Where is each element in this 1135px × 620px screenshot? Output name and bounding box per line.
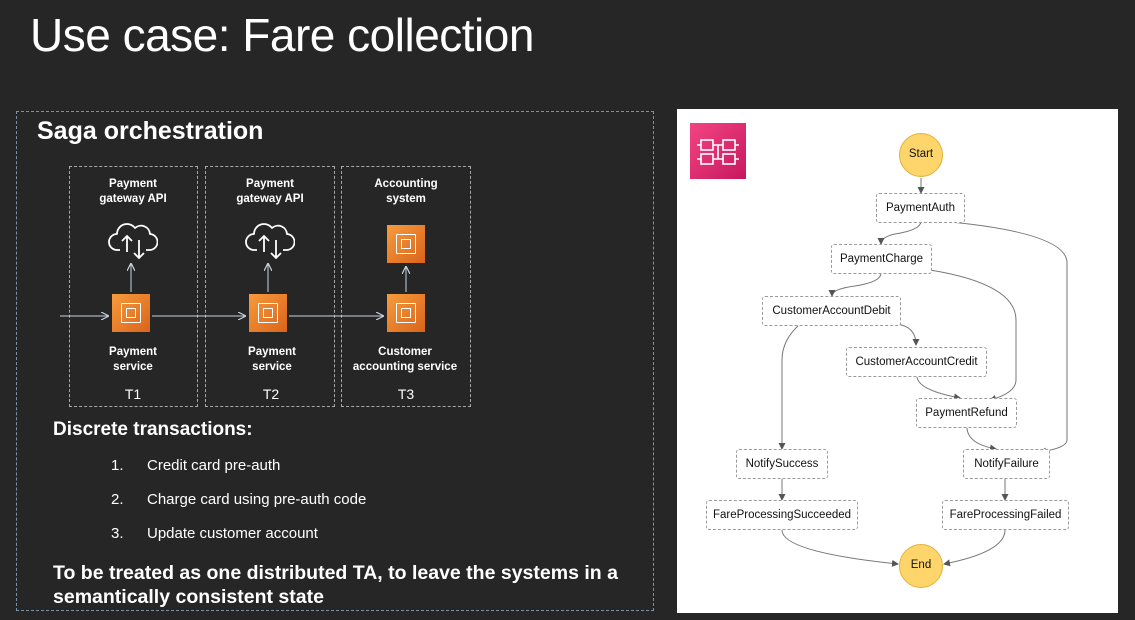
workflow-end-node: End	[899, 544, 943, 588]
list-item-text: Update customer account	[147, 525, 318, 542]
transaction-step-label: T1	[124, 386, 142, 402]
workflow-state-payment-auth: PaymentAuth	[876, 193, 965, 223]
transaction-step-label: T3	[397, 386, 415, 402]
workflow-state-customer-account-credit: CustomerAccountCredit	[846, 347, 987, 377]
list-item: 1. Credit card pre-auth	[111, 457, 280, 474]
external-system-label: Payment gateway API	[99, 178, 167, 205]
transaction-step-label: T2	[262, 386, 280, 402]
accounting-system-chip-icon	[387, 225, 425, 263]
service-label: Payment service	[109, 346, 157, 373]
workflow-state-payment-refund: PaymentRefund	[916, 398, 1017, 428]
transaction-box-t3	[341, 166, 471, 407]
list-item-number: 1.	[111, 457, 124, 474]
service-label: Customer accounting service	[352, 346, 458, 373]
slide-title: Use case: Fare collection	[30, 9, 534, 61]
workflow-state-customer-account-debit: CustomerAccountDebit	[762, 296, 901, 326]
list-item: 3. Update customer account	[111, 525, 318, 542]
conclusion-text: To be treated as one distributed TA, to …	[53, 562, 618, 608]
list-item-number: 2.	[111, 491, 124, 508]
cloud-upload-download-icon	[245, 223, 295, 260]
workflow-state-notify-failure: NotifyFailure	[963, 449, 1050, 479]
customer-accounting-chip-icon	[387, 294, 425, 332]
external-system-label: Payment gateway API	[236, 178, 304, 205]
saga-panel	[16, 111, 654, 611]
transaction-box-t2	[205, 166, 335, 407]
workflow-state-payment-charge: PaymentCharge	[831, 244, 932, 274]
saga-title: Saga orchestration	[37, 117, 264, 145]
payment-service-chip-icon	[249, 294, 287, 332]
discrete-transactions-heading: Discrete transactions:	[53, 419, 253, 440]
list-item-number: 3.	[111, 525, 124, 542]
workflow-state-fare-processing-failed: FareProcessingFailed	[942, 500, 1069, 530]
workflow-state-notify-success: NotifySuccess	[736, 449, 828, 479]
external-system-label: Accounting system	[374, 178, 438, 205]
step-functions-icon	[690, 123, 746, 179]
list-item-text: Charge card using pre-auth code	[147, 491, 367, 508]
service-label: Payment service	[248, 346, 296, 373]
payment-service-chip-icon	[112, 294, 150, 332]
workflow-start-node: Start	[899, 133, 943, 177]
cloud-upload-download-icon	[108, 223, 158, 260]
transaction-box-t1	[69, 166, 198, 407]
workflow-state-fare-processing-succeeded: FareProcessingSucceeded	[706, 500, 858, 530]
list-item: 2. Charge card using pre-auth code	[111, 491, 366, 508]
list-item-text: Credit card pre-auth	[147, 457, 281, 474]
